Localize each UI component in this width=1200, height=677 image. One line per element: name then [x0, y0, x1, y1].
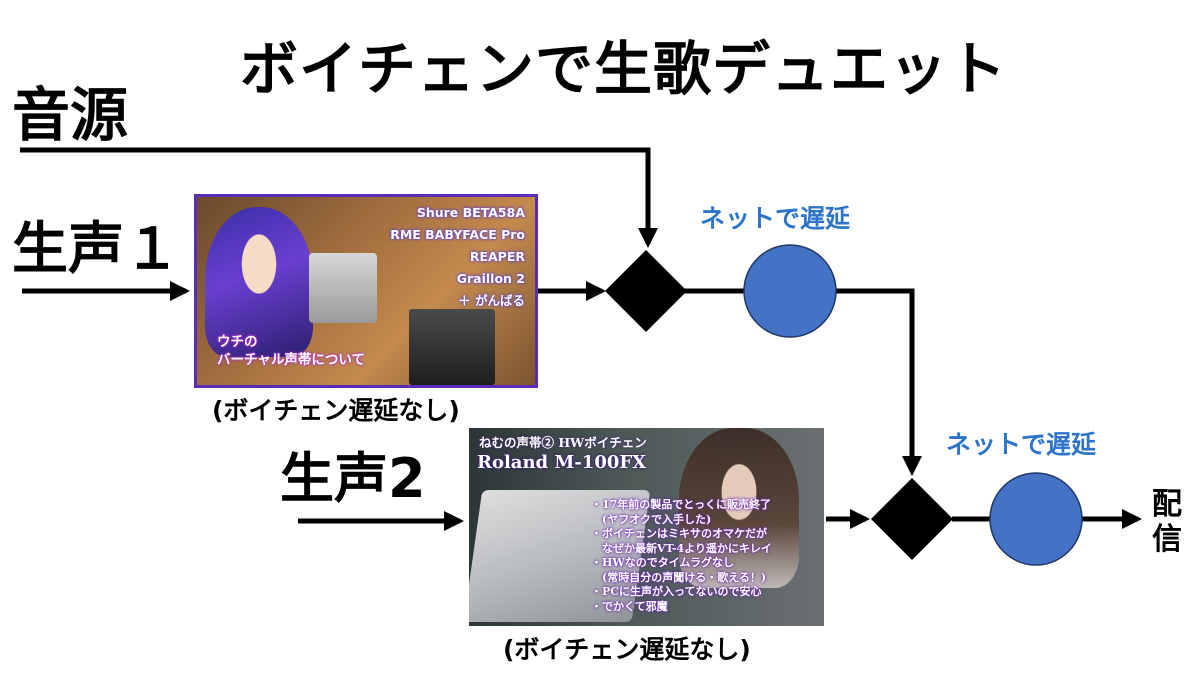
device-model: Roland M-100FX — [477, 452, 647, 473]
voice1-setup-thumbnail: Shure BETA58A RME BABYFACE Pro REAPER Gr… — [194, 194, 538, 388]
network-delay-node-1 — [743, 244, 837, 338]
feature-list: ・17年前の製品でとっくに販売終了 (ヤフオクで入手した) ・ボイチェンはミキサ… — [591, 498, 772, 614]
output-label: 配信 — [1152, 487, 1182, 557]
voice2-label: 生声2 — [280, 447, 426, 510]
delay1-to-junction2 — [836, 288, 922, 476]
overlay-line: ウチの — [217, 334, 258, 350]
network-delay-label-2: ネットで遅延 — [946, 430, 1097, 459]
feature-item: ・HWなのでタイムラグなし — [591, 556, 734, 569]
voice1-label: 生声１ — [12, 217, 180, 282]
voice1-caption: (ボイチェン遅延なし) — [212, 396, 460, 425]
feature-item: ・でかくて邪魔 — [591, 599, 668, 613]
network-delay-node-2 — [989, 472, 1083, 566]
equipment-list: Shure BETA58A RME BABYFACE Pro REAPER Gr… — [345, 203, 525, 310]
network-delay-label-1: ネットで遅延 — [700, 204, 851, 233]
equipment-item: ＋ がんばる — [458, 293, 525, 308]
feature-item: (常時自分の声聞ける・歌える！) — [591, 570, 767, 584]
voice2-setup-thumbnail: ねむの声帯② HWボイチェン Roland M-100FX ・17年前の製品でと… — [469, 428, 824, 626]
equipment-item: RME BABYFACE Pro — [390, 227, 525, 242]
hardware-unit-image — [409, 309, 495, 385]
vtuber-avatar-image — [205, 207, 313, 357]
source-label: 音源 — [12, 81, 129, 149]
mix-junction-2 — [871, 478, 953, 560]
feature-item: ・PCに生声が入ってないので安心 — [591, 585, 762, 598]
overlay-line: バーチャル声帯について — [217, 352, 365, 368]
character-image — [679, 428, 799, 588]
feature-item: (ヤフオクで入手した) — [591, 512, 712, 526]
diagram-title: ボイチェンで生歌デュエット — [240, 35, 1008, 103]
mix-junction-1 — [605, 250, 687, 332]
feature-item: なぜか最新VT-4より遥かにキレイ — [591, 541, 772, 555]
equipment-item: REAPER — [469, 249, 525, 264]
audio-interface-image — [309, 253, 377, 323]
feature-item: ・ボイチェンはミキサのオマケだが — [591, 527, 767, 540]
voice2-caption: (ボイチェン遅延なし) — [503, 635, 751, 664]
thumbnail-overlay-title: ウチの バーチャル声帯について — [217, 333, 365, 369]
thumbnail-title: ねむの声帯② HWボイチェン — [479, 435, 647, 450]
feature-item: ・17年前の製品でとっくに販売終了 — [591, 498, 771, 511]
equipment-item: Shure BETA58A — [416, 205, 525, 220]
source-line — [20, 147, 658, 248]
equipment-item: Graillon 2 — [456, 271, 525, 286]
